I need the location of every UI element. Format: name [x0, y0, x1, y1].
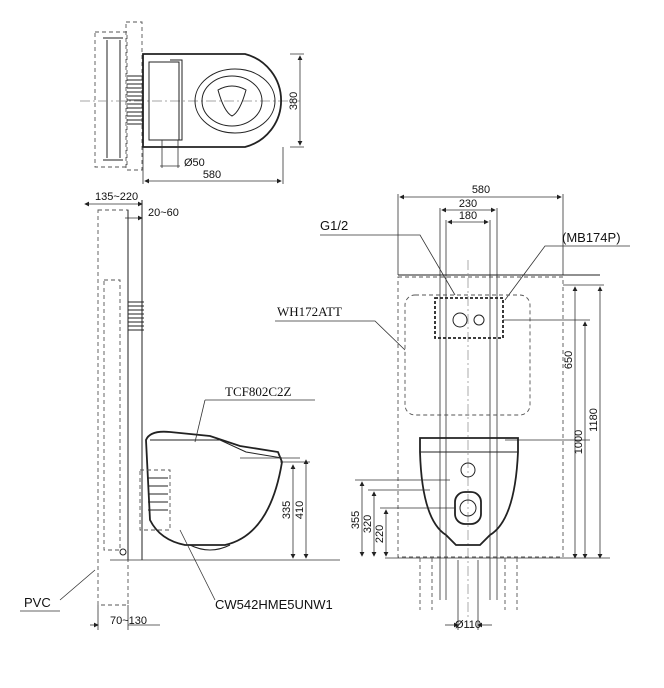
top-view: 380 Ø50 580: [80, 21, 304, 184]
label-bowl-model: CW542HME5UNW1: [215, 597, 333, 612]
bowl-rim: [194, 68, 276, 134]
flush-button-large: [452, 312, 468, 328]
label-pvc: PVC: [24, 595, 51, 610]
flush-plate: [434, 297, 504, 339]
frame-outline-front: [397, 276, 564, 558]
front-width-230: 230: [459, 198, 477, 210]
side-view: 135~220 20~60 TCF802C2Z 335 410 PVC CW54…: [20, 191, 340, 630]
wall-outline-top: [125, 21, 143, 171]
cistern-outline: [404, 294, 531, 416]
front-pipe-110: Ø110: [455, 619, 481, 631]
front-width-580: 580: [472, 184, 490, 196]
seat-hinge-unit: [148, 61, 180, 141]
top-pipe-diameter: Ø50: [184, 157, 205, 169]
top-width-dimension: 580: [203, 169, 221, 181]
label-tank-model: WH172ATT: [277, 304, 342, 319]
front-height-650: 650: [563, 351, 575, 369]
bowl-outline-top: [142, 53, 282, 148]
front-height-320: 320: [362, 515, 374, 533]
toilet-body-front: [419, 437, 519, 546]
side-height-335: 335: [281, 501, 293, 519]
label-flush-plate: (MB174P): [562, 230, 621, 245]
toilet-body-side: [145, 430, 283, 546]
side-range-70-130: 70~130: [110, 615, 147, 627]
wall-frame-side: [97, 209, 129, 606]
side-height-410: 410: [294, 501, 306, 519]
connector-ribs: [127, 75, 143, 125]
front-height-355: 355: [350, 511, 362, 529]
label-seat-model: TCF802C2Z: [225, 384, 292, 399]
drain-outlet: [217, 85, 247, 117]
front-height-1000: 1000: [573, 430, 585, 454]
connector-ribs-side: [128, 301, 144, 331]
side-range-20-60: 20~60: [148, 207, 179, 219]
top-depth-dimension: 380: [288, 92, 300, 110]
frame-outline-top: [94, 31, 128, 168]
front-height-220: 220: [374, 525, 386, 543]
frame-rails: [103, 37, 123, 161]
front-view: 580 230 180 G1/2 (MB174P) WH172ATT 650 1…: [275, 184, 630, 631]
label-g12: G1/2: [320, 218, 348, 233]
front-width-180: 180: [459, 210, 477, 222]
front-height-1180: 1180: [588, 408, 600, 432]
side-range-135-220: 135~220: [95, 191, 138, 203]
flush-button-small: [473, 314, 485, 326]
